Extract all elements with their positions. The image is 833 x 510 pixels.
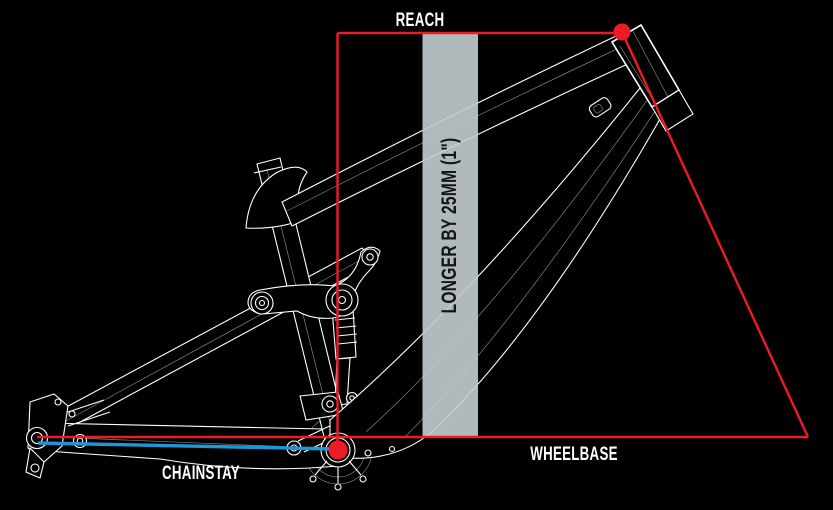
head-tube-diagonal-line: [620, 31, 810, 438]
chainstay-measure-line: [37, 441, 337, 451]
down-tube: [329, 87, 665, 459]
wheelbase-label: WHEELBASE: [530, 444, 618, 465]
chainstay-label: CHAINSTAY: [162, 463, 240, 484]
frame-line-art: [25, 23, 694, 491]
geometry-overlay: [37, 23, 810, 460]
bottom-bracket-dot: [328, 440, 348, 460]
offset-band-label: LONGER BY 25MM (1"): [438, 137, 461, 314]
reach-label: REACH: [395, 10, 445, 31]
cable-port: [588, 97, 612, 118]
head-tube-top-dot: [613, 23, 631, 41]
rocker-link: [247, 246, 381, 319]
offset-band: [422, 33, 478, 437]
